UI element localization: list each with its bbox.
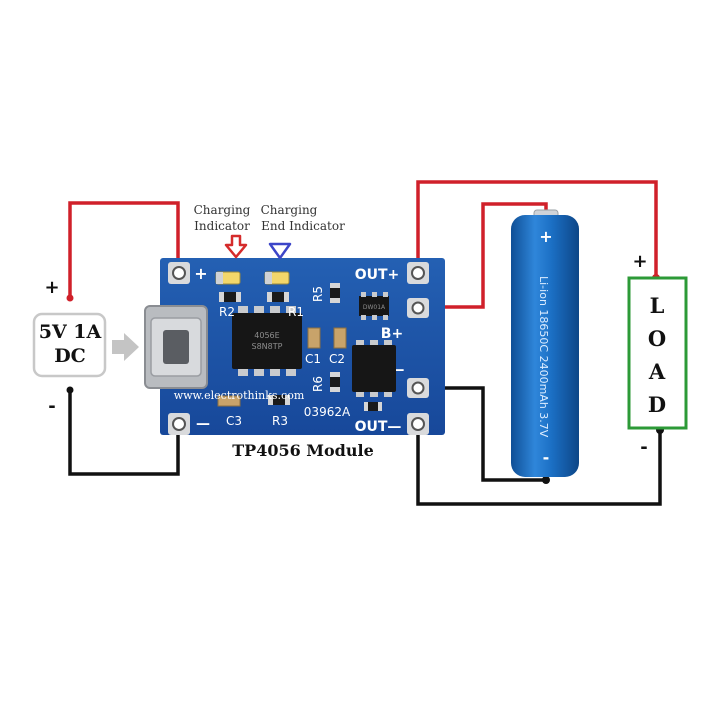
junction-battery-negative bbox=[542, 476, 550, 484]
power-source-box bbox=[32, 312, 107, 378]
label-c2: C2 bbox=[329, 352, 345, 366]
wire-source-negative bbox=[68, 390, 180, 476]
pad-input-negative bbox=[168, 413, 190, 435]
capacitor-c3 bbox=[217, 395, 241, 407]
label-c1: C1 bbox=[305, 352, 321, 366]
battery-plus: + bbox=[539, 227, 552, 246]
pad-out-positive bbox=[407, 262, 429, 284]
pad-b-negative bbox=[407, 378, 429, 398]
pin-label-positive: + bbox=[194, 264, 207, 283]
pad-out-negative bbox=[407, 413, 429, 435]
module-website: www.electrothinks.com bbox=[174, 389, 305, 402]
battery-text: Li-ion 18650C 2400mAh 3.7V bbox=[537, 276, 550, 438]
wires bbox=[68, 180, 662, 506]
wire-out-negative-to-load bbox=[416, 425, 662, 506]
resistor-small bbox=[364, 402, 382, 411]
load-letter-o: O bbox=[648, 326, 666, 351]
load-letter-d: D bbox=[648, 392, 666, 417]
battery-minus: - bbox=[543, 448, 550, 467]
pin-label-out-negative: OUT— bbox=[355, 419, 402, 435]
power-source-label-line1: 5V 1A bbox=[39, 321, 102, 343]
battery-18650: + - Li-ion 18650C 2400mAh 3.7V bbox=[511, 209, 579, 477]
pad-input-positive bbox=[168, 262, 190, 284]
resistor-r2 bbox=[219, 292, 241, 302]
resistor-r1 bbox=[267, 292, 289, 302]
end-indicator-line1: Charging bbox=[261, 203, 318, 217]
battery-body bbox=[511, 215, 579, 477]
wire-bplus-to-battery bbox=[418, 202, 548, 309]
label-r5: R5 bbox=[311, 286, 325, 302]
wire-out-positive-to-load bbox=[416, 180, 658, 278]
tp4056-chip-text-1: 4056E bbox=[254, 331, 279, 340]
charging-indicator-callout: Charging Indicator bbox=[194, 203, 251, 259]
protection-ic-dw01a: DW01A bbox=[359, 292, 389, 320]
label-r2: R2 bbox=[219, 305, 235, 319]
capacitor-c2 bbox=[333, 327, 347, 349]
protection-ic-text: DW01A bbox=[363, 304, 386, 311]
label-c3: C3 bbox=[226, 414, 242, 428]
usb-arrow-icon bbox=[112, 333, 139, 361]
label-r1: R1 bbox=[288, 305, 304, 319]
power-source-label-line2: DC bbox=[54, 345, 86, 367]
pin-label-negative: — bbox=[196, 416, 210, 432]
load-letter-l: L bbox=[650, 293, 665, 318]
label-r3: R3 bbox=[272, 414, 288, 428]
tp4056-module: + — OUT+ B+ B— OUT— bbox=[144, 258, 445, 435]
charging-indicator-line1: Charging bbox=[194, 203, 251, 217]
mosfet-chip bbox=[352, 340, 396, 397]
pin-label-out-positive: OUT+ bbox=[355, 267, 400, 283]
resistor-r6 bbox=[330, 372, 340, 392]
charging-indicator-line2: Indicator bbox=[194, 219, 250, 233]
charging-arrow-icon bbox=[224, 234, 248, 259]
load-letter-a: A bbox=[648, 359, 666, 384]
module-board-code: 03962A bbox=[304, 405, 351, 419]
end-indicator-line2: End Indicator bbox=[261, 219, 345, 233]
capacitor-c1 bbox=[307, 327, 321, 349]
resistor-r5 bbox=[330, 283, 340, 303]
tp4056-chip-text-2: S8N8TP bbox=[252, 342, 283, 351]
charging-led-cap bbox=[216, 272, 223, 284]
power-source-minus: - bbox=[48, 396, 55, 417]
label-r6: R6 bbox=[311, 376, 325, 392]
micro-usb-slot bbox=[163, 330, 189, 364]
end-indicator-callout: Charging End Indicator bbox=[261, 203, 345, 260]
power-source-plus: + bbox=[44, 277, 59, 298]
wire-source-positive bbox=[68, 201, 180, 298]
pin-label-b-positive: B+ bbox=[381, 326, 403, 342]
tp4056-chip: 4056E S8N8TP bbox=[232, 306, 302, 376]
resistor-r3 bbox=[268, 395, 290, 405]
pad-b-positive bbox=[407, 298, 429, 318]
junction-source-negative bbox=[66, 386, 74, 394]
load-plus: + bbox=[632, 251, 647, 272]
end-arrow-icon bbox=[268, 242, 292, 260]
wire-bminus-to-battery bbox=[418, 386, 546, 482]
module-caption: TP4056 Module bbox=[232, 441, 374, 460]
power-source: 5V 1A DC + - bbox=[32, 277, 139, 417]
load: L O A D + - bbox=[627, 251, 688, 458]
end-led-cap bbox=[265, 272, 272, 284]
load-minus: - bbox=[640, 437, 647, 458]
load-box bbox=[627, 276, 688, 430]
junction-source-positive bbox=[66, 294, 74, 302]
